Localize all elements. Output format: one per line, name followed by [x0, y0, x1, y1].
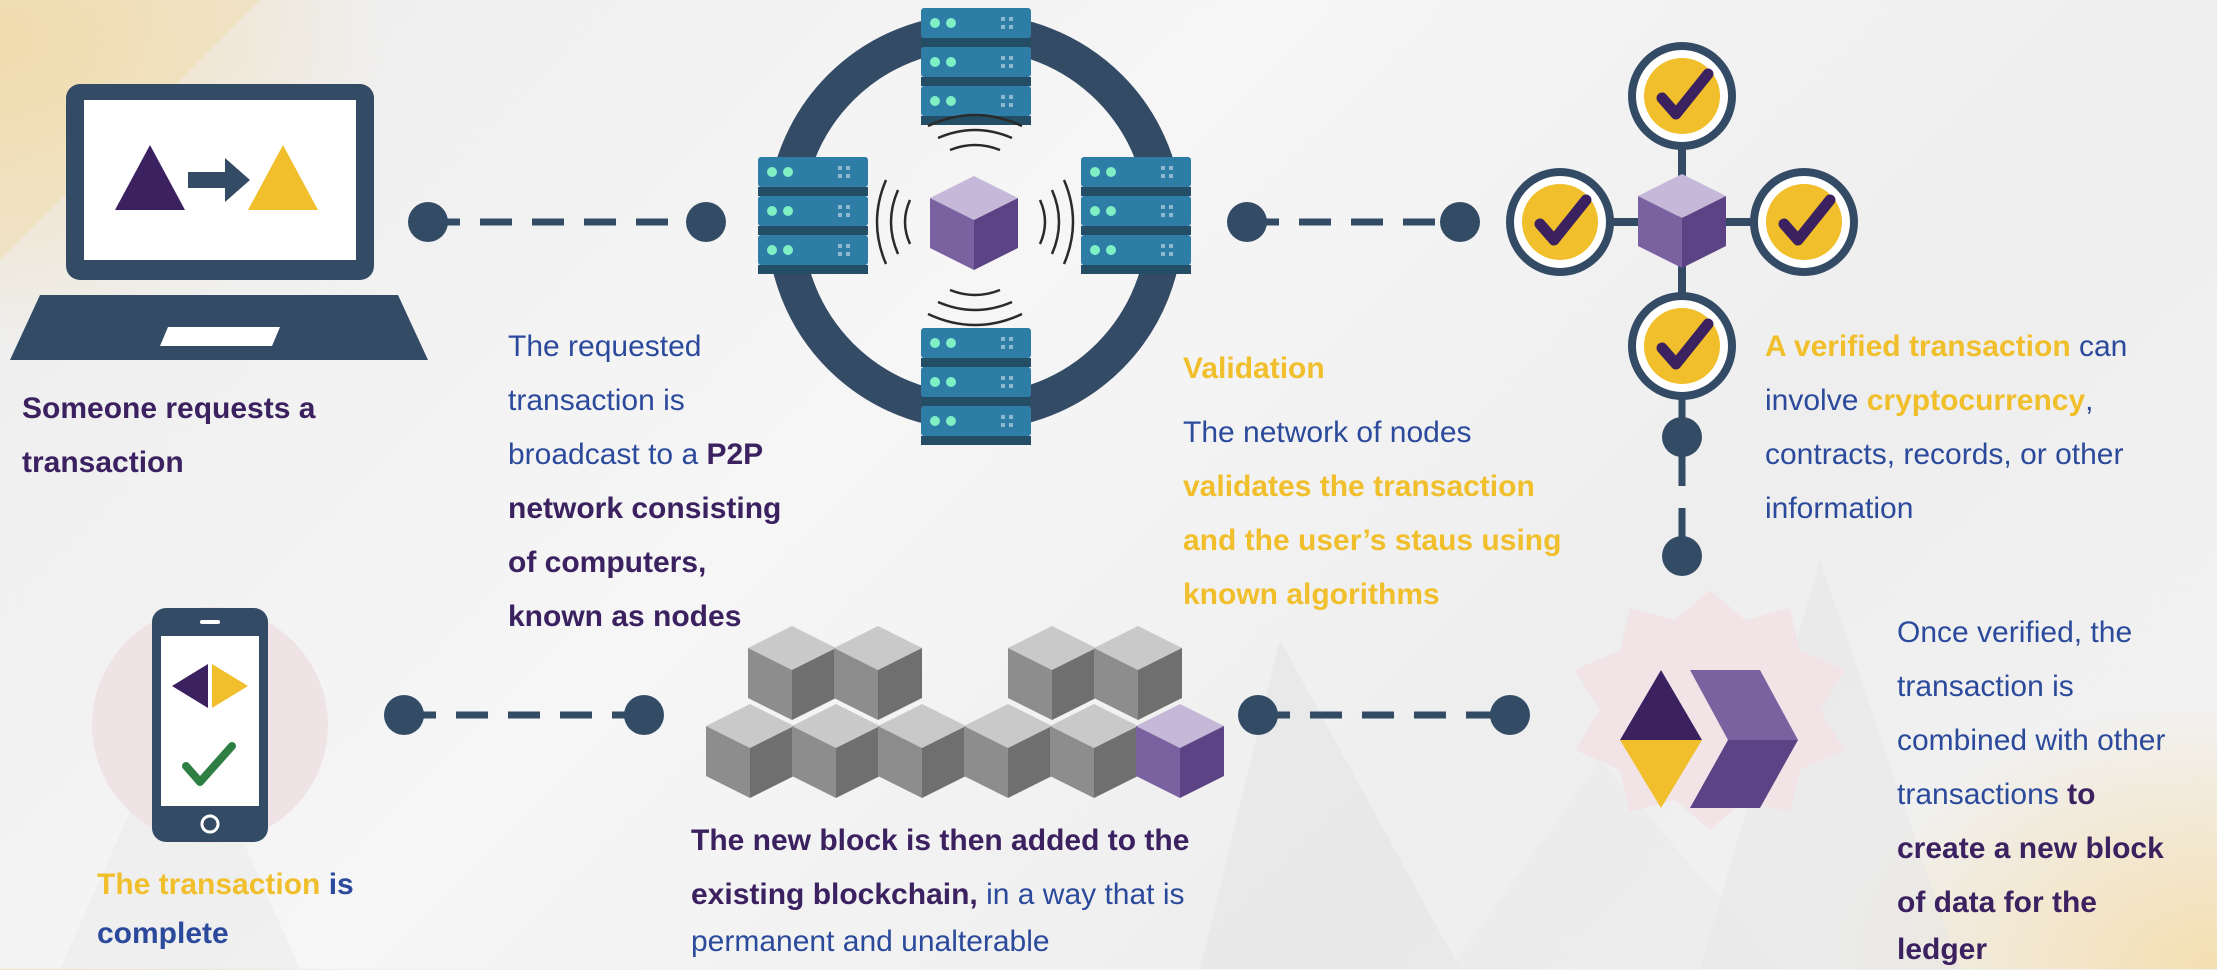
verified-line-4: information — [1765, 492, 1914, 525]
complete-highlight: The transaction — [97, 868, 321, 901]
verified-cryptocurrency: cryptocurrency — [1866, 384, 2086, 417]
combined-line-4b: to — [2067, 778, 2096, 811]
step-verified-label: A verified transaction can involve crypt… — [1765, 320, 2127, 536]
request-line-2: transaction — [22, 446, 184, 479]
validation-line-4: known algorithms — [1183, 578, 1440, 611]
combined-line-7: ledger — [1897, 933, 1988, 966]
complete-line-2: complete — [97, 917, 229, 950]
combined-line-3: combined with other — [1897, 724, 2166, 757]
added-line-2a: existing blockchain, — [691, 878, 978, 911]
broadcast-line-3a: broadcast to a — [508, 438, 707, 471]
step-combined-label: Once verified, the transaction is combin… — [1897, 606, 2165, 970]
added-line-3: permanent and unalterable — [691, 925, 1050, 958]
step-added-label: The new block is then added to the exist… — [691, 814, 1189, 962]
verified-line-3: contracts, records, or other — [1765, 438, 2124, 471]
verified-line-2a: involve — [1765, 384, 1867, 417]
server-network-icon — [758, 8, 1191, 445]
broadcast-line-3: broadcast to a P2P — [508, 428, 781, 482]
combined-line-2: transaction is — [1897, 670, 2074, 703]
connector-3 — [1238, 695, 1530, 735]
step-broadcast-label: The requested transaction is broadcast t… — [508, 320, 781, 644]
complete-line-1: The transaction is — [97, 858, 354, 912]
validation-heading: Validation — [1183, 352, 1325, 385]
verified-highlight: A verified transaction — [1765, 330, 2071, 363]
step-request-label: Someone requests a transaction — [22, 382, 315, 490]
validation-line-2: validates the transaction — [1183, 470, 1535, 503]
added-line-2: existing blockchain, in a way that is — [691, 868, 1189, 922]
request-line-1: Someone requests a — [22, 392, 316, 425]
laptop-icon — [10, 84, 428, 360]
broadcast-line-4: network consisting — [508, 492, 782, 525]
step-complete-label: The transaction is complete — [97, 858, 354, 956]
verified-line-2: involve cryptocurrency, — [1765, 374, 2127, 428]
complete-line-1b: is — [320, 868, 354, 901]
broadcast-line-1: The requested — [508, 330, 702, 363]
validation-line-3: and the user’s staus using — [1183, 524, 1562, 557]
new-block-icon — [1575, 590, 1845, 830]
combined-line-4a: transactions — [1897, 778, 2068, 811]
combined-line-1: Once verified, the — [1897, 616, 2133, 649]
smartphone-icon — [92, 607, 328, 843]
combined-line-6: of data for the — [1897, 886, 2097, 919]
connector-1 — [408, 202, 726, 242]
added-line-2b: in a way that is — [977, 878, 1185, 911]
broadcast-p2p: P2P — [706, 438, 764, 471]
blockchain-icon — [706, 626, 1224, 798]
added-line-1: The new block is then added to the — [691, 824, 1190, 857]
verified-node-icon — [1510, 46, 1854, 576]
broadcast-line-5: of computers, — [508, 546, 707, 579]
broadcast-line-6: known as nodes — [508, 600, 742, 633]
combined-line-4: transactions to — [1897, 768, 2165, 822]
validation-line-1: The network of nodes — [1183, 416, 1472, 449]
verified-line-1: A verified transaction can — [1765, 320, 2127, 374]
broadcast-line-2: transaction is — [508, 384, 685, 417]
step-validation-label: Validation The network of nodes validate… — [1183, 342, 1561, 622]
verified-line-1b: can — [2070, 330, 2128, 363]
connector-4 — [384, 695, 664, 735]
verified-line-2c: , — [2085, 384, 2094, 417]
connector-2 — [1227, 202, 1480, 242]
combined-line-5: create a new block — [1897, 832, 2164, 865]
